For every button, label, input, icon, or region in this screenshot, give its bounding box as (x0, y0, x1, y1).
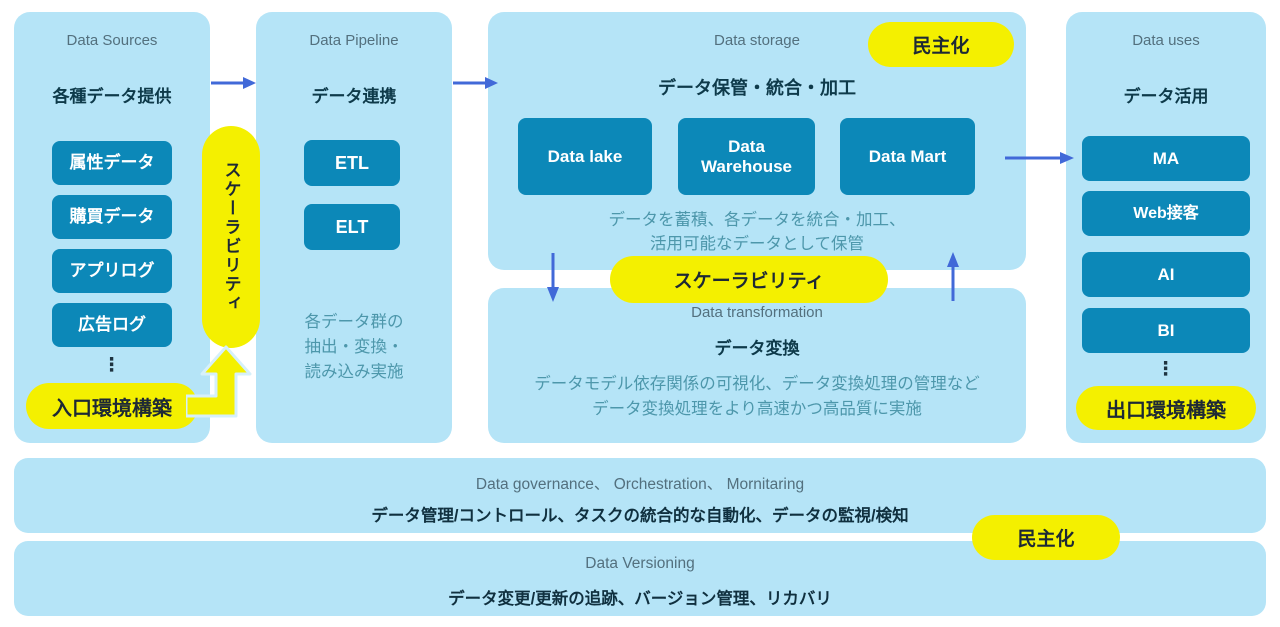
transformation-description-line2: データ変換処理をより高速かつ高品質に実施 (592, 400, 922, 418)
data-uses-title-ja: データ活用 (1123, 87, 1209, 106)
data-sources-title-ja: 各種データ提供 (52, 87, 172, 106)
versioning-title-ja: データ変更/更新の追跡、バージョン管理、リカバリ (448, 590, 832, 608)
source-box-app-log: アプリログ (52, 249, 172, 293)
pipeline-description: 各データ群の 抽出・変換・ 読み込み実施 (256, 310, 452, 385)
data-storage-title-en: Data storage (714, 32, 800, 49)
panel-data-pipeline: Data Pipeline データ連携 ETL ELT 各データ群の 抽出・変換… (256, 12, 452, 443)
uses-box-bi: BI (1082, 308, 1250, 353)
storage-to-uses-arrow-icon (1005, 152, 1074, 164)
data-storage-title-ja: データ保管・統合・加工 (658, 78, 856, 98)
storage-description: データを蓄積、各データを統合・加工、 活用可能なデータとして保管 (488, 208, 1026, 256)
entry-to-scalability-arrow-icon (186, 345, 252, 418)
data-transformation-title-ja: データ変換 (714, 339, 800, 358)
sources-ellipsis: ⋮ (102, 355, 122, 376)
pipeline-box-etl: ETL (304, 140, 400, 186)
source-box-ad-log: 広告ログ (52, 303, 172, 347)
storage-box-data-mart: Data Mart (840, 118, 975, 195)
governance-title-en: Data governance、 Orchestration、 Mornitar… (475, 476, 805, 493)
pipeline-description-line2: 抽出・変換・ (304, 338, 404, 356)
storage-description-line1: データを蓄積、各データを統合・加工、 (608, 211, 906, 229)
storage-to-transformation-arrow-icon (547, 253, 559, 302)
entry-environment-pill: 入口環境構築 (26, 383, 198, 429)
data-sources-title-en: Data Sources (66, 32, 158, 49)
source-box-purchase-data: 購買データ (52, 195, 172, 239)
governance-title-ja: データ管理/コントロール、タスクの統合的な自動化、データの監視/検知 (371, 507, 909, 525)
uses-box-ai: AI (1082, 252, 1250, 297)
pipeline-box-elt: ELT (304, 204, 400, 250)
panel-data-transformation: Data transformation データ変換 データモデル依存関係の可視化… (488, 288, 1026, 443)
data-pipeline-title-en: Data Pipeline (309, 32, 399, 49)
transformation-description: データモデル依存関係の可視化、データ変換処理の管理など データ変換処理をより高速… (488, 372, 1026, 422)
data-uses-title-en: Data uses (1132, 32, 1200, 49)
scalability-vertical-pill: スケーラビリティ (202, 126, 260, 348)
transformation-to-storage-arrow-icon (947, 252, 959, 301)
exit-environment-pill: 出口環境構築 (1076, 386, 1256, 430)
source-box-attribute-data: 属性データ (52, 141, 172, 185)
data-transformation-title-en: Data transformation (691, 304, 823, 321)
transformation-description-line1: データモデル依存関係の可視化、データ変換処理の管理など (534, 375, 980, 393)
uses-box-ma: MA (1082, 136, 1250, 181)
storage-box-data-lake: Data lake (518, 118, 652, 195)
storage-description-line2: 活用可能なデータとして保管 (649, 235, 864, 253)
uses-box-web: Web接客 (1082, 191, 1250, 236)
data-pipeline-title-ja: データ連携 (311, 87, 397, 106)
storage-box-data-warehouse: Data Warehouse (678, 118, 815, 195)
versioning-title-en: Data Versioning (585, 555, 695, 572)
pipeline-to-storage-arrow-icon (453, 77, 498, 89)
uses-ellipsis: ⋮ (1156, 359, 1176, 380)
pipeline-description-line3: 読み込み実施 (304, 363, 404, 381)
pipeline-description-line1: 各データ群の (304, 313, 404, 331)
democratization-pill-bottom: 民主化 (972, 515, 1120, 560)
sources-to-pipeline-arrow-icon (211, 77, 256, 89)
panel-data-sources: Data Sources 各種データ提供 属性データ 購買データ アプリログ 広… (14, 12, 210, 443)
democratization-pill-top: 民主化 (868, 22, 1014, 67)
scalability-horizontal-pill: スケーラビリティ (610, 256, 888, 303)
panel-data-uses: Data uses データ活用 MA Web接客 AI BI ⋮ 出口環境構築 (1066, 12, 1266, 443)
